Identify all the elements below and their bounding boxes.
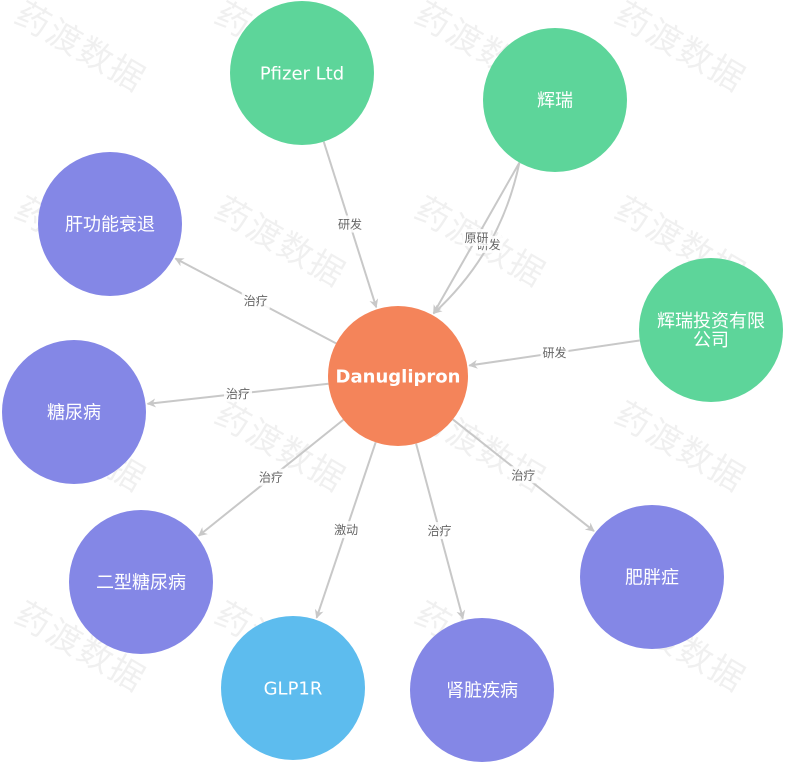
node-label: GLP1R [264, 678, 323, 699]
edge-label: 治疗 [244, 294, 268, 308]
node-danuglipron[interactable]: Danuglipron [328, 306, 468, 446]
node-circle-drug[interactable] [328, 306, 468, 446]
node-label: 肝功能衰退 [65, 214, 155, 235]
node-huirui-invest[interactable]: 辉瑞投资有限公司 [639, 258, 783, 402]
edge-label: 原研 [464, 231, 488, 245]
node-label: 二型糖尿病 [96, 572, 186, 593]
edge-label-background [223, 384, 252, 402]
node-kidney-disease[interactable]: 肾脏疾病 [410, 618, 554, 762]
edge-label: 激动 [334, 523, 358, 537]
edge-label-background [509, 466, 538, 484]
node-circle-disease[interactable] [580, 505, 724, 649]
node-label: 肥胖症 [625, 567, 679, 588]
node-circle-company[interactable] [230, 1, 374, 145]
node-circle-disease[interactable] [410, 618, 554, 762]
edge-label-background [540, 344, 569, 361]
edge-label: 治疗 [427, 524, 451, 538]
edge-label-background [332, 521, 361, 539]
node-label: 辉瑞投资有限公司 [657, 311, 765, 351]
node-label: Pfizer Ltd [260, 63, 344, 84]
node-diabetes[interactable]: 糖尿病 [2, 340, 146, 484]
edge-label: 研发 [542, 345, 566, 360]
edge-label: 治疗 [226, 387, 250, 401]
node-label: 辉瑞 [537, 90, 573, 111]
node-label: 糖尿病 [47, 402, 101, 423]
node-circle-disease[interactable] [38, 152, 182, 296]
node-pfizer-ltd[interactable]: Pfizer Ltd [230, 1, 374, 145]
node-glp1r[interactable]: GLP1R [221, 616, 365, 760]
node-circle-company[interactable] [483, 28, 627, 172]
edge-label: 治疗 [259, 471, 283, 485]
edge-label-background [336, 215, 364, 233]
node-circle-disease[interactable] [69, 510, 213, 654]
edge-label: 研发 [338, 217, 362, 232]
node-huirui[interactable]: 辉瑞 [483, 28, 627, 172]
edge-label-background [257, 468, 286, 486]
edge-label: 治疗 [511, 468, 535, 482]
edge-labels-layer: 研发研发原研研发治疗治疗治疗激动治疗治疗 [223, 215, 569, 540]
node-circle-disease[interactable] [2, 340, 146, 484]
node-t2-diabetes[interactable]: 二型糖尿病 [69, 510, 213, 654]
node-label: 肾脏疾病 [446, 680, 518, 701]
edge-label-background [462, 229, 491, 246]
node-obesity[interactable]: 肥胖症 [580, 505, 724, 649]
node-label: Danuglipron [336, 366, 461, 387]
node-circle-company[interactable] [639, 258, 783, 402]
node-circle-target[interactable] [221, 616, 365, 760]
node-label-line: 辉瑞投资有限 [657, 311, 765, 332]
edge-label-background [425, 522, 454, 540]
node-liver-failure[interactable]: 肝功能衰退 [38, 152, 182, 296]
node-label-line: 公司 [693, 330, 729, 351]
edge-label-background [241, 291, 270, 309]
